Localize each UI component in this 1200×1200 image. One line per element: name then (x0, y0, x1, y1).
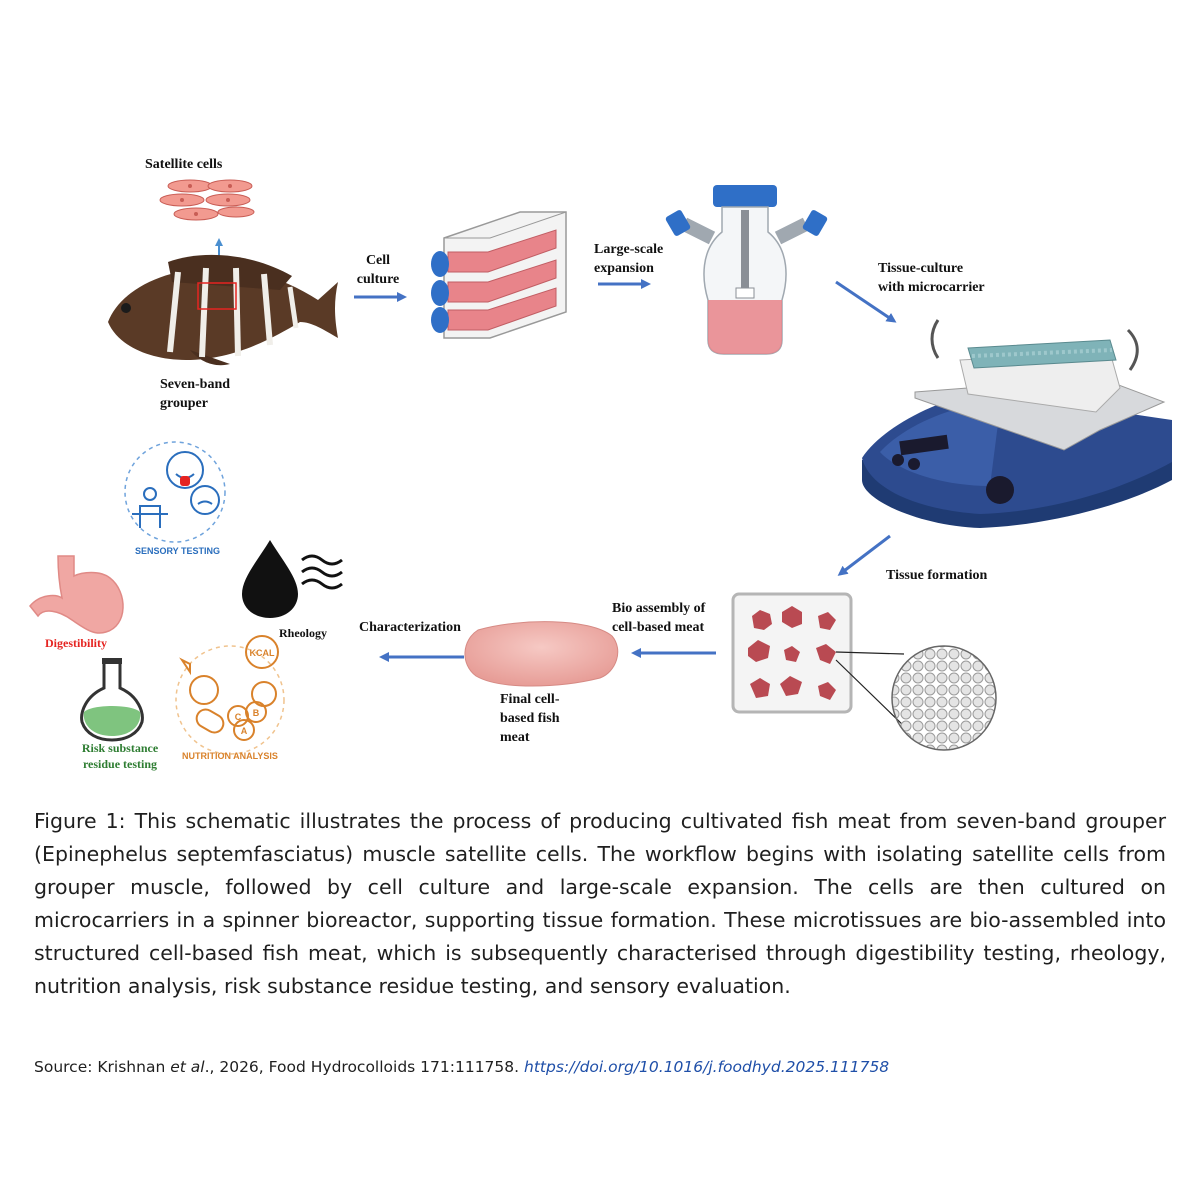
bio-assembly-label-line2: cell-based meat (612, 620, 705, 635)
grouper-fish-icon (108, 254, 338, 366)
microcarrier-zoom-icon (891, 645, 997, 751)
zoom-line-top (835, 651, 905, 655)
rheology-icon (242, 540, 343, 618)
figure-caption: Figure 1: This schematic illustrates the… (34, 809, 1166, 998)
arrow-tissue-culture (835, 280, 897, 323)
doi-link[interactable]: https://doi.org/10.1016/j.foodhyd.2025.1… (524, 1058, 890, 1076)
tissue-culture-label-line1: Tissue-culture (878, 261, 964, 276)
bio-assembly-label-line1: Bio assembly of (612, 601, 706, 616)
satellite-cells-label: Satellite cells (145, 157, 223, 172)
tissue-formation-label: Tissue formation (886, 568, 988, 583)
vitamin-c-text: C (235, 712, 242, 722)
microtissue-plate-icon (731, 592, 853, 714)
shaker-incubator-icon (862, 319, 1172, 528)
cell-culture-label-line1: Cell (365, 253, 391, 268)
grouper-label-line1: Seven-band (160, 377, 231, 392)
vitamin-a-text: A (241, 726, 248, 736)
sensory-testing-label: SENSORY TESTING (135, 546, 221, 556)
final-meat-label-line2: based fish (500, 711, 560, 726)
vitamin-b-text: B (253, 708, 260, 718)
source-middle: ., 2026, Food Hydrocolloids 171:111758. (204, 1058, 525, 1076)
arrow-tissue-formation (837, 534, 891, 576)
rheology-label: Rheology (279, 626, 327, 640)
nutrition-analysis-label: NUTRITION ANALYSIS (182, 751, 278, 761)
source-prefix: Source: Krishnan (34, 1058, 171, 1076)
source-etal: et al (170, 1058, 205, 1076)
source-citation: Source: Krishnan et al., 2026, Food Hydr… (34, 1058, 1166, 1076)
final-meat-label-line1: Final cell- (500, 692, 560, 707)
final-meat-label-line3: meat (500, 730, 530, 745)
stomach-icon (29, 555, 124, 634)
fish-meat-icon (464, 621, 619, 687)
sensory-testing-icon (124, 441, 226, 543)
risk-label-line2: residue testing (82, 757, 158, 771)
culture-flasks-icon (431, 211, 567, 339)
satellite-cells-icon (159, 179, 255, 221)
cell-culture-label-line2: culture (356, 272, 400, 287)
risk-flask-icon (80, 658, 144, 742)
workflow-diagram: KCAL C B A Satellite cells Seven-band gr… (29, 157, 1172, 771)
characterization-label: Characterization (359, 620, 461, 635)
digestibility-label: Digestibility (45, 636, 107, 650)
risk-label-line1: Risk substance (81, 741, 159, 755)
spinner-flask-icon (665, 185, 828, 355)
zoom-line-bottom (835, 659, 907, 729)
grouper-label-line2: grouper (160, 396, 208, 411)
kcal-text: KCAL (250, 648, 275, 658)
diagram-artwork: KCAL C B A (29, 179, 1172, 755)
tissue-culture-label-line2: with microcarrier (878, 280, 985, 295)
large-scale-label-line2: expansion (594, 261, 654, 276)
large-scale-label-line1: Large-scale (594, 242, 664, 257)
nutrition-analysis-icon: KCAL C B A (175, 635, 285, 755)
